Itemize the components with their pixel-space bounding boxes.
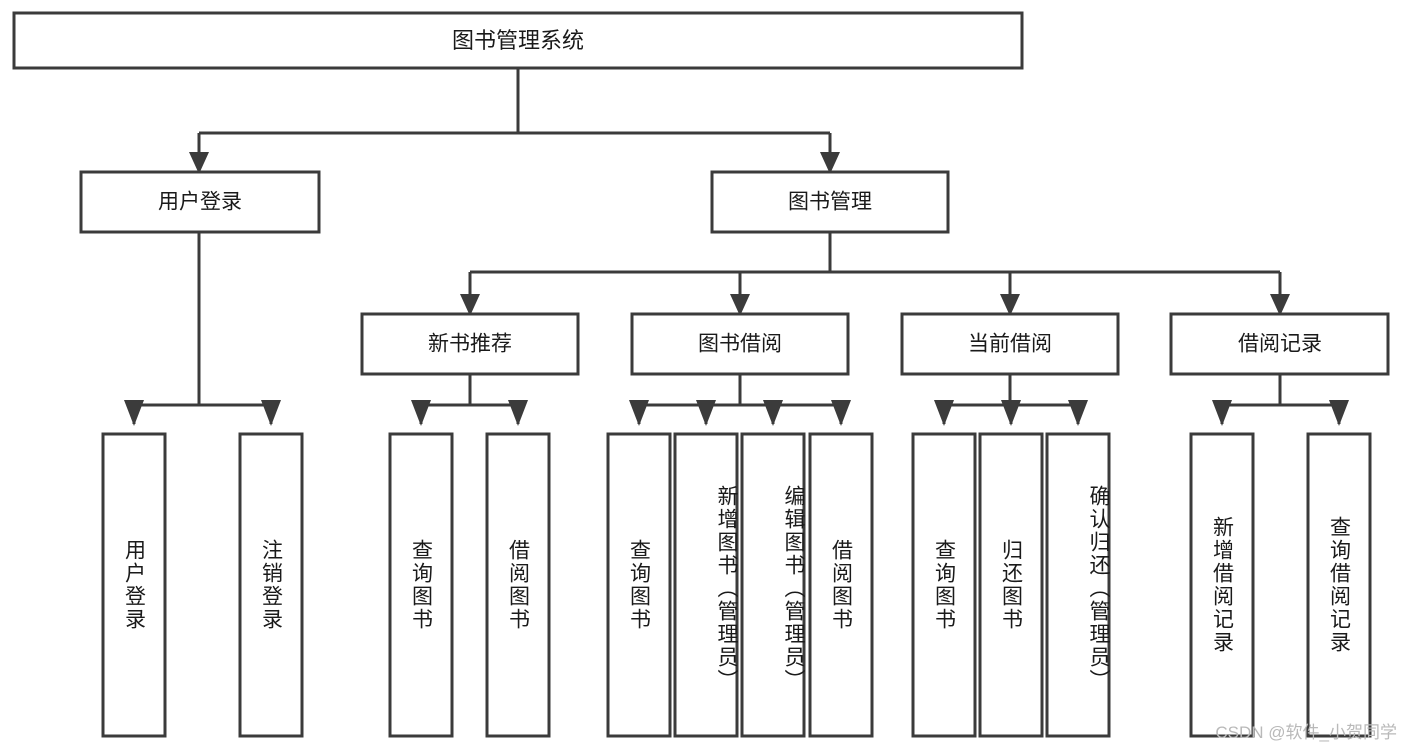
- leaf-box-return-book[interactable]: [978, 432, 1044, 738]
- node-box-user-login[interactable]: [79, 170, 321, 234]
- leaf-boxes: [101, 432, 1372, 738]
- leaf-box-query-book-2[interactable]: [606, 432, 672, 738]
- arrowhead-leaf-user-logout: [261, 400, 281, 426]
- arrowhead-leaf-confirm-return: [1068, 400, 1088, 426]
- leaf-box-add-book[interactable]: [673, 432, 739, 738]
- node-label-root: 图书管理系统: [452, 28, 584, 53]
- node-box-borrow-record[interactable]: [1169, 312, 1390, 376]
- node-label-new-book-rec: 新书推荐: [428, 333, 512, 356]
- node-label-book-borrow: 图书借阅: [698, 333, 782, 356]
- leaf-box-borrow-book-1[interactable]: [485, 432, 551, 738]
- arrowhead-leaf-add-book: [696, 400, 716, 426]
- arrowhead-leaf-borrow-book-1: [508, 400, 528, 426]
- arrowhead-borrowrecord: [1270, 294, 1290, 316]
- arrowhead-leaf-query-book-1: [411, 400, 431, 426]
- node-label-borrow-record: 借阅记录: [1238, 333, 1322, 356]
- node-label-book-manage: 图书管理: [788, 191, 872, 214]
- arrowhead-leaf-borrow-book-2: [831, 400, 851, 426]
- leaf-box-edit-book[interactable]: [740, 432, 806, 738]
- node-label-current-borrow: 当前借阅: [968, 333, 1052, 356]
- arrowheads: [124, 152, 1349, 426]
- arrowhead-userlogin: [189, 152, 209, 174]
- node-box-root[interactable]: [12, 11, 1024, 70]
- leaf-box-query-book-1[interactable]: [388, 432, 454, 738]
- arrowhead-leaf-user-login: [124, 400, 144, 426]
- arrowhead-leaf-edit-book: [763, 400, 783, 426]
- leaf-box-add-record[interactable]: [1189, 432, 1255, 738]
- leaf-box-user-logout[interactable]: [238, 432, 304, 738]
- arrowhead-bookmanage: [820, 152, 840, 174]
- node-label-user-login: 用户登录: [158, 191, 242, 214]
- node-box-new-book-rec[interactable]: [360, 312, 580, 376]
- arrowhead-leaf-query-record: [1329, 400, 1349, 426]
- nodes-boxes: 图书管理系统 用户登录 图书管理 新书推荐 图书借阅 当前借阅 借阅记录: [12, 11, 1390, 376]
- node-box-book-manage[interactable]: [710, 170, 950, 234]
- arrowhead-newbook: [460, 294, 480, 316]
- arrowhead-leaf-query-book-3: [934, 400, 954, 426]
- arrowhead-bookborrow: [730, 294, 750, 316]
- leaf-box-query-record[interactable]: [1306, 432, 1372, 738]
- arrowhead-leaf-return-book: [1001, 400, 1021, 426]
- leaf-box-query-book-3[interactable]: [911, 432, 977, 738]
- leaf-box-user-login[interactable]: [101, 432, 167, 738]
- leaf-box-borrow-book-2[interactable]: [808, 432, 874, 738]
- node-box-current-borrow[interactable]: [900, 312, 1120, 376]
- arrowhead-currentborrow: [1000, 294, 1020, 316]
- leaf-box-confirm-return[interactable]: [1045, 432, 1111, 738]
- arrowhead-leaf-add-record: [1212, 400, 1232, 426]
- node-box-book-borrow[interactable]: [630, 312, 850, 376]
- arrowhead-leaf-query-book-2: [629, 400, 649, 426]
